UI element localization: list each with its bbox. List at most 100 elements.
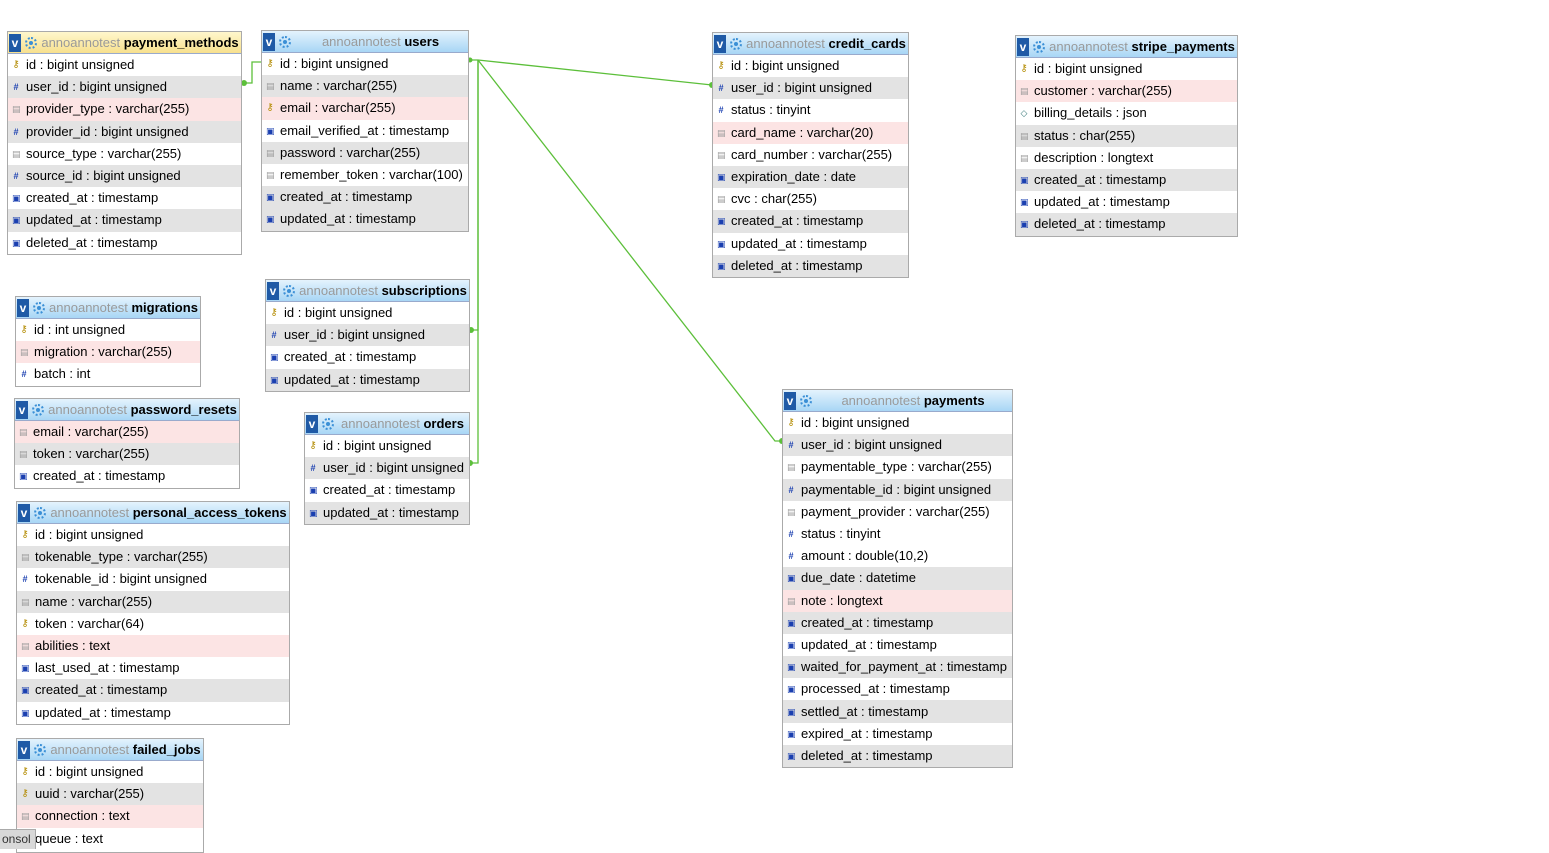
column-row[interactable]: #paymentable_id : bigint unsigned: [783, 478, 1012, 501]
column-row[interactable]: ▣updated_at : timestamp: [266, 368, 469, 391]
column-row[interactable]: ▣deleted_at : timestamp: [783, 744, 1012, 767]
column-row[interactable]: ⚷email : varchar(255): [262, 97, 468, 120]
column-row[interactable]: ◇billing_details : json: [1016, 102, 1237, 124]
column-row[interactable]: #status : tinyint: [713, 99, 908, 121]
column-row[interactable]: ▤name : varchar(255): [262, 75, 468, 98]
column-row[interactable]: ▣updated_at : timestamp: [262, 208, 468, 231]
gear-icon[interactable]: [25, 36, 37, 49]
column-row[interactable]: ⚷id : bigint unsigned: [305, 435, 469, 457]
column-row[interactable]: ▣email_verified_at : timestamp: [262, 120, 468, 142]
gear-icon[interactable]: [33, 301, 45, 314]
column-row[interactable]: #user_id : bigint unsigned: [266, 324, 469, 347]
column-row[interactable]: ▤card_number : varchar(255): [713, 144, 908, 166]
gear-icon[interactable]: [279, 35, 291, 48]
column-row[interactable]: ▤migration : varchar(255): [16, 341, 200, 364]
column-row[interactable]: #tokenable_id : bigint unsigned: [17, 568, 289, 590]
column-row[interactable]: #user_id : bigint unsigned: [8, 76, 241, 99]
column-row[interactable]: ⚷id : int unsigned: [16, 319, 200, 341]
column-row[interactable]: ▤payment_provider : varchar(255): [783, 501, 1012, 523]
column-row[interactable]: ▤customer : varchar(255): [1016, 80, 1237, 103]
gear-icon[interactable]: [283, 284, 295, 297]
column-row[interactable]: ▣deleted_at : timestamp: [8, 232, 241, 254]
column-row[interactable]: ▣updated_at : timestamp: [713, 233, 908, 255]
column-row[interactable]: #user_id : bigint unsigned: [305, 457, 469, 480]
column-row[interactable]: ▤token : varchar(255): [15, 443, 239, 466]
column-row[interactable]: ▤remember_token : varchar(100): [262, 164, 468, 186]
column-row[interactable]: ⚷id : bigint unsigned: [8, 54, 241, 76]
column-row[interactable]: ⚷id : bigint unsigned: [17, 524, 289, 546]
column-row[interactable]: ▤connection : text: [17, 805, 203, 828]
column-row[interactable]: ▣settled_at : timestamp: [783, 700, 1012, 723]
column-row[interactable]: ▣created_at : timestamp: [8, 187, 241, 209]
column-row[interactable]: ▤password : varchar(255): [262, 141, 468, 164]
column-row[interactable]: ▤queue : text: [17, 828, 203, 850]
column-row[interactable]: ▤abilities : text: [17, 634, 289, 658]
column-row[interactable]: ▣waited_for_payment_at : timestamp: [783, 656, 1012, 679]
toggle-columns-icon[interactable]: v: [263, 32, 275, 51]
column-row[interactable]: ▣created_at : timestamp: [783, 611, 1012, 634]
column-row[interactable]: ▣last_used_at : timestamp: [17, 657, 289, 679]
toggle-columns-icon[interactable]: v: [1017, 37, 1029, 56]
toggle-columns-icon[interactable]: v: [18, 503, 30, 522]
column-row[interactable]: ▤tokenable_type : varchar(255): [17, 546, 289, 569]
gear-icon[interactable]: [322, 417, 334, 430]
column-row[interactable]: ⚷id : bigint unsigned: [266, 302, 469, 324]
column-row[interactable]: ▤paymentable_type : varchar(255): [783, 456, 1012, 478]
toggle-columns-icon[interactable]: v: [267, 281, 279, 300]
column-row[interactable]: ▤description : longtext: [1016, 147, 1237, 169]
toggle-columns-icon[interactable]: v: [18, 740, 30, 759]
gear-icon[interactable]: [34, 506, 46, 519]
column-row[interactable]: #batch : int: [16, 363, 200, 385]
gear-icon[interactable]: [800, 394, 812, 407]
column-row[interactable]: #source_id : bigint unsigned: [8, 164, 241, 188]
column-row[interactable]: ▣created_at : timestamp: [1016, 168, 1237, 192]
column-row[interactable]: ▣processed_at : timestamp: [783, 678, 1012, 700]
gear-icon[interactable]: [34, 743, 46, 756]
column-row[interactable]: ▣deleted_at : timestamp: [1016, 213, 1237, 236]
column-row[interactable]: ▣created_at : timestamp: [266, 346, 469, 368]
column-row[interactable]: ▣updated_at : timestamp: [8, 209, 241, 232]
column-row[interactable]: #user_id : bigint unsigned: [783, 434, 1012, 457]
column-row[interactable]: ▣deleted_at : timestamp: [713, 254, 908, 277]
column-row[interactable]: ⚷id : bigint unsigned: [17, 761, 203, 783]
toggle-columns-icon[interactable]: v: [714, 34, 726, 53]
column-row[interactable]: #status : tinyint: [783, 523, 1012, 545]
toggle-columns-icon[interactable]: v: [16, 400, 28, 419]
column-row[interactable]: ▤card_name : varchar(20): [713, 121, 908, 144]
console-tab[interactable]: onsol: [0, 829, 36, 849]
gear-icon[interactable]: [1033, 40, 1045, 53]
column-row[interactable]: ▣created_at : timestamp: [262, 186, 468, 209]
column-row[interactable]: ▤source_type : varchar(255): [8, 143, 241, 165]
column-row[interactable]: ▣created_at : timestamp: [15, 465, 239, 487]
column-row[interactable]: ▤note : longtext: [783, 589, 1012, 612]
column-row[interactable]: ▤email : varchar(255): [15, 421, 239, 444]
column-row[interactable]: ▣updated_at : timestamp: [1016, 191, 1237, 213]
column-row[interactable]: ▤name : varchar(255): [17, 590, 289, 613]
column-row[interactable]: ⚷token : varchar(64): [17, 613, 289, 635]
gear-icon[interactable]: [730, 37, 742, 50]
column-row[interactable]: #user_id : bigint unsigned: [713, 77, 908, 100]
toggle-columns-icon[interactable]: v: [306, 414, 318, 433]
column-row[interactable]: ▤provider_type : varchar(255): [8, 98, 241, 121]
column-row[interactable]: ▣expired_at : timestamp: [783, 723, 1012, 745]
